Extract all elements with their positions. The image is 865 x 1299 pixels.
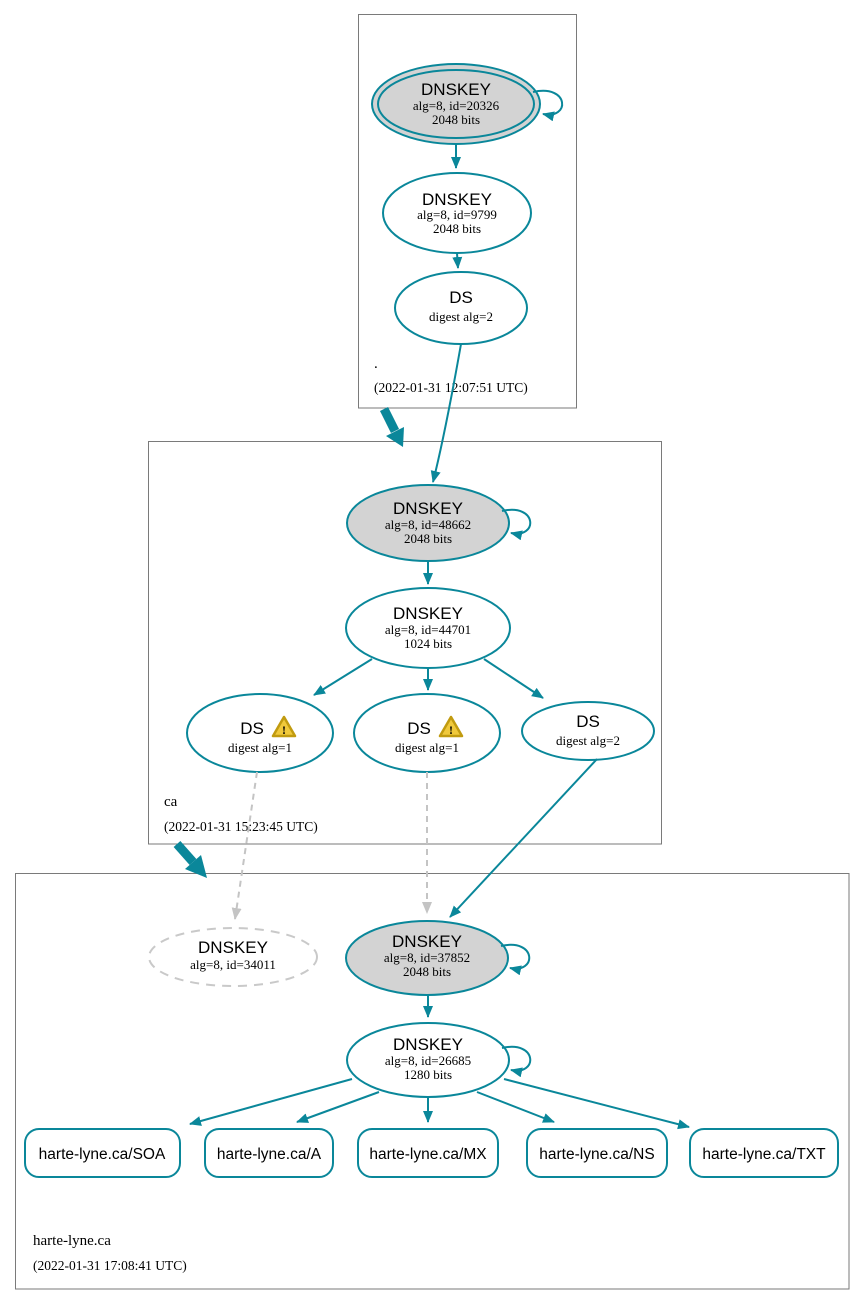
node-dnskey-48662-type: DNSKEY: [393, 499, 463, 518]
edge-selfsign-48662: [501, 508, 532, 541]
node-dnskey-9799-type: DNSKEY: [422, 190, 492, 209]
node-dnskey-34011-detail: alg=8, id=34011: [190, 957, 276, 972]
zone-name-ca: ca: [164, 794, 178, 810]
node-dnskey-20326-bits: 2048 bits: [432, 112, 480, 127]
edge-selfsign-20326: [532, 89, 564, 122]
edge-9799-to-ds: [452, 252, 463, 269]
node-dnskey-37852-detail: alg=8, id=37852: [384, 950, 470, 965]
warning-icon: !: [271, 715, 297, 738]
node-rrset-mx[interactable]: [357, 1128, 499, 1178]
node-ds1-type: DS: [240, 719, 264, 738]
zone-box-harte-lyne: [15, 873, 850, 1290]
delegation-arrow-root-to-ca: [379, 406, 404, 447]
node-ds2-detail: digest alg=1: [395, 740, 459, 755]
node-rrset-ns[interactable]: [526, 1128, 668, 1178]
edge-26685-to-txt: [503, 1078, 690, 1130]
warning-glyph: !: [282, 723, 286, 737]
node-dnskey-44701-type: DNSKEY: [393, 604, 463, 623]
edge-ds1-to-34011-dashed: [231, 771, 258, 920]
node-rrset-txt-label: harte-lyne.ca/TXT: [702, 1146, 826, 1163]
edge-26685-to-soa: [189, 1078, 353, 1126]
edge-26685-to-a: [296, 1091, 380, 1123]
node-rrset-soa-label: harte-lyne.ca/SOA: [39, 1146, 166, 1163]
node-dnskey-34011-type: DNSKEY: [198, 938, 268, 957]
edge-ds3-to-37852: [449, 758, 598, 918]
node-dnskey-26685-detail: alg=8, id=26685: [385, 1053, 471, 1068]
node-ds3-type: DS: [576, 712, 600, 731]
node-rrset-mx-label: harte-lyne.ca/MX: [369, 1146, 487, 1163]
node-ds3-detail: digest alg=2: [556, 733, 620, 748]
edge-26685-to-ns: [476, 1091, 555, 1123]
zone-timestamp-root: (2022-01-31 12:07:51 UTC): [374, 380, 528, 395]
node-rrset-txt[interactable]: [689, 1128, 839, 1178]
zone-timestamp-harte-lyne: (2022-01-31 17:08:41 UTC): [33, 1258, 187, 1273]
node-ds3-ca[interactable]: [521, 701, 655, 761]
zone-box-ca: [148, 441, 662, 845]
node-rrset-a[interactable]: [204, 1128, 334, 1178]
delegation-arrow-ca-to-harte-lyne: [173, 841, 207, 878]
node-rrset-a-label: harte-lyne.ca/A: [217, 1146, 322, 1163]
zone-name-harte-lyne: harte-lyne.ca: [33, 1233, 111, 1249]
node-ds-root[interactable]: [394, 271, 528, 345]
node-rrset-ns-label: harte-lyne.ca/NS: [539, 1146, 654, 1163]
node-dnskey-37852-type: DNSKEY: [392, 932, 462, 951]
edge-selfsign-37852: [500, 943, 531, 976]
edge-44701-to-ds1: [313, 658, 373, 696]
node-dnskey-9799-bits: 2048 bits: [433, 221, 481, 236]
node-dnskey-20326-type: DNSKEY: [421, 80, 491, 99]
zone-timestamp-ca: (2022-01-31 15:23:45 UTC): [164, 819, 318, 834]
node-dnskey-20326[interactable]: [371, 63, 541, 145]
node-dnskey-20326-detail: alg=8, id=20326: [413, 98, 500, 113]
warning-glyph: !: [449, 723, 453, 737]
node-dnskey-44701-detail: alg=8, id=44701: [385, 622, 471, 637]
node-rrset-soa[interactable]: [24, 1128, 181, 1178]
zone-box-root: [358, 14, 577, 409]
node-ds2-type: DS: [407, 719, 431, 738]
edge-rootds-to-48662: [430, 343, 462, 483]
node-dnskey-34011-missing[interactable]: [148, 927, 318, 987]
node-dnskey-26685-type: DNSKEY: [393, 1035, 463, 1054]
zone-name-root: .: [374, 356, 378, 372]
node-dnskey-48662-bits: 2048 bits: [404, 531, 452, 546]
edge-selfsign-26685: [501, 1045, 532, 1078]
node-dnskey-44701-bits: 1024 bits: [404, 636, 452, 651]
node-ds-root-detail: digest alg=2: [429, 309, 493, 324]
node-dnskey-37852-bits: 2048 bits: [403, 964, 451, 979]
node-ds-root-type: DS: [449, 288, 473, 307]
node-ds1-detail: digest alg=1: [228, 740, 292, 755]
node-dnskey-9799-detail: alg=8, id=9799: [417, 207, 497, 222]
warning-icon: !: [438, 715, 464, 738]
node-ds1-ca[interactable]: [186, 693, 334, 773]
edge-44701-to-ds3: [483, 658, 544, 699]
node-dnskey-48662-detail: alg=8, id=48662: [385, 517, 471, 532]
node-dnskey-26685-bits: 1280 bits: [404, 1067, 452, 1082]
